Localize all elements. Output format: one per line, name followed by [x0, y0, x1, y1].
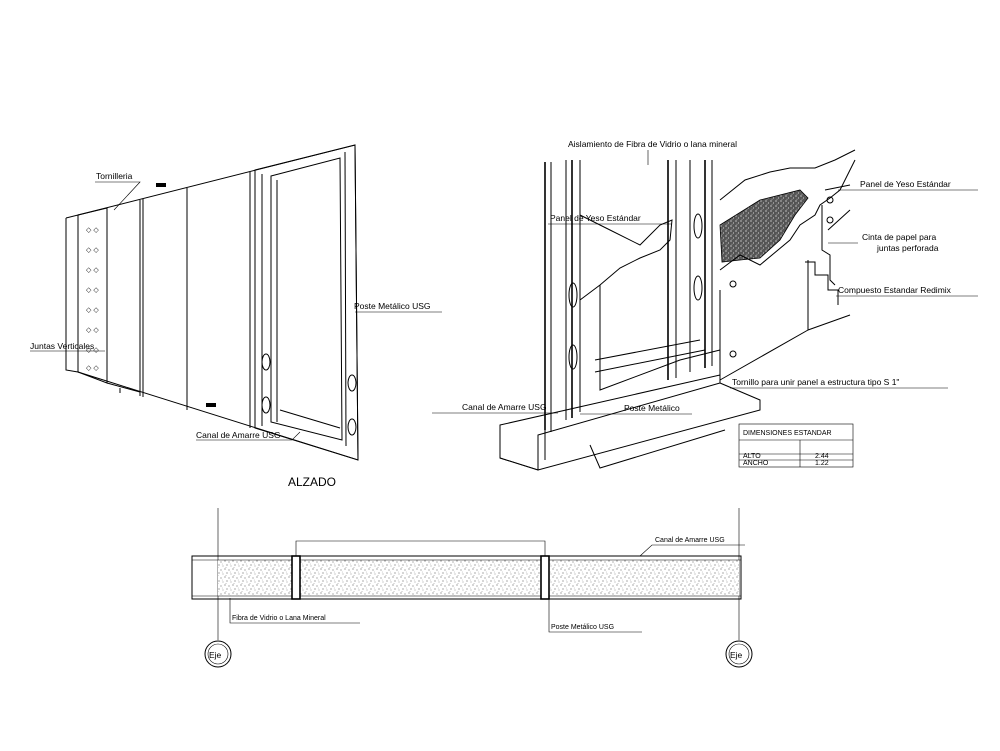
axis-label-right: Eje: [730, 650, 743, 660]
insulation-fill: [719, 189, 809, 263]
leader-stud-plan: [548, 598, 642, 633]
panel-top-edge: [719, 149, 856, 201]
label-gypsum-right: Panel de Yeso Estándar: [860, 179, 951, 189]
dimensions-row-value: 2.44: [815, 453, 829, 460]
screw-icon: [729, 350, 737, 358]
stud-hole: [261, 353, 271, 371]
screw-icon: [826, 196, 834, 204]
leader-track-plan: [639, 544, 745, 557]
track-channel: [499, 374, 721, 471]
joint-tape-strip: [77, 207, 108, 384]
track-bottom: [279, 409, 341, 429]
label-insulation: Aislamiento de Fibra de Vidrio o lana mi…: [568, 139, 737, 149]
label-stud: Poste Metálico USG: [354, 301, 431, 311]
label-stud-iso: Poste Metálico: [624, 403, 680, 413]
stud-hole: [568, 282, 578, 308]
svg-text:◇ ◇: ◇ ◇: [86, 327, 99, 334]
track-floor-cut: [589, 429, 726, 469]
leader-track: [196, 431, 301, 441]
stud-right-edge: [344, 151, 347, 447]
track-channel-outline: [499, 382, 761, 471]
label-track: Canal de Amarre USG: [196, 430, 281, 440]
panel-edge: [65, 214, 79, 373]
screw-marker: [206, 403, 216, 407]
label-insulation-plan: Fibra de Vidrio o Lana Mineral: [232, 615, 326, 622]
panel-line: [594, 349, 706, 373]
label-track-iso: Canal de Amarre USG: [462, 402, 547, 412]
label-tape-line1: Cinta de papel para: [862, 232, 936, 242]
leader-screws: [95, 181, 141, 211]
stud-section: [291, 555, 301, 600]
plan-view: Canal de Amarre USG Fibra de Vidrio o La…: [191, 508, 753, 668]
svg-text:◇ ◇: ◇ ◇: [86, 365, 99, 372]
axis-bubble-left-inner: [207, 643, 229, 665]
stud-hole: [261, 396, 271, 414]
stud-hole: [347, 418, 357, 436]
elevation-title: ALZADO: [288, 475, 336, 489]
axis-bubble-right: [725, 640, 753, 668]
compound-stepped-edge: [821, 205, 836, 286]
svg-text:◇ ◇: ◇ ◇: [86, 287, 99, 294]
panel-edge-top: [824, 184, 851, 191]
tape-edge: [827, 209, 851, 231]
insulation-segment: [218, 560, 292, 596]
metal-studs: [544, 160, 713, 432]
label-screw: Tornillo para unir panel a estructura ti…: [732, 377, 899, 387]
stud-hole: [347, 374, 357, 392]
insulation-segment: [549, 560, 739, 596]
label-track-plan: Canal de Amarre USG: [655, 537, 725, 544]
frame-opening: [270, 157, 343, 441]
svg-text:◇ ◇: ◇ ◇: [86, 307, 99, 314]
dimensions-row-name: ALTO: [743, 453, 761, 460]
gypsum-panel-broken-edge: [579, 214, 673, 301]
axis-label-left: Eje: [209, 650, 222, 660]
panel-line: [594, 339, 701, 361]
svg-text:◇ ◇: ◇ ◇: [86, 267, 99, 274]
axis-bubble-right-inner: [728, 643, 750, 665]
label-tape-line2: juntas perforada: [876, 243, 939, 253]
screw-icon: [729, 280, 737, 288]
label-compound: Compuesto Estandar Redimix: [838, 285, 952, 295]
stud-section: [540, 555, 550, 600]
joint-perforations: ◇ ◇ ◇ ◇ ◇ ◇ ◇ ◇ ◇ ◇ ◇ ◇ ◇ ◇ ◇ ◇: [86, 227, 99, 372]
stud-hole: [568, 344, 578, 370]
compound-steps: [805, 261, 839, 305]
panel-base-line: [807, 314, 851, 331]
dimensions-row-value: 1.22: [815, 460, 829, 467]
insulation-segment: [300, 560, 541, 596]
screw-icon: [826, 216, 834, 224]
dimensions-row-name: ANCHO: [743, 460, 769, 467]
stud-hole: [693, 275, 703, 301]
wall-section-outline: [191, 555, 742, 600]
screw-marker: [156, 183, 166, 187]
label-gypsum-center: Panel de Yeso Estándar: [550, 213, 641, 223]
panel-bottom-edge: [719, 260, 809, 381]
exposed-frame: [254, 144, 359, 461]
axis-bubble-left: [204, 640, 232, 668]
dimensions-table: DIMENSIONES ESTANDAR ALTO 2.44 ANCHO 1.2…: [738, 423, 854, 468]
elevation-view: ◇ ◇ ◇ ◇ ◇ ◇ ◇ ◇ ◇ ◇ ◇ ◇ ◇ ◇ ◇ ◇: [30, 144, 442, 489]
svg-text:◇ ◇: ◇ ◇: [86, 247, 99, 254]
dimensions-header: DIMENSIONES ESTANDAR: [743, 430, 832, 437]
label-vertical-joints: Juntas Verticales: [30, 341, 94, 351]
label-stud-plan: Poste Metálico USG: [551, 624, 614, 631]
isometric-view: Aislamiento de Fibra de Vidrio o lana mi…: [432, 139, 978, 471]
elevation-wall-outline: [77, 144, 359, 461]
gypsum-panel-face: [599, 285, 721, 391]
label-screws: Tornilleria: [96, 171, 133, 181]
dimension-line: [295, 540, 546, 556]
svg-text:◇ ◇: ◇ ◇: [86, 227, 99, 234]
svg-text:◇ ◇: ◇ ◇: [86, 347, 99, 354]
panel-layer-edge: [719, 159, 856, 271]
leader-insulation-plan: [229, 598, 360, 624]
panel-bottom-edge: [106, 382, 141, 393]
stud-hole: [693, 213, 703, 239]
